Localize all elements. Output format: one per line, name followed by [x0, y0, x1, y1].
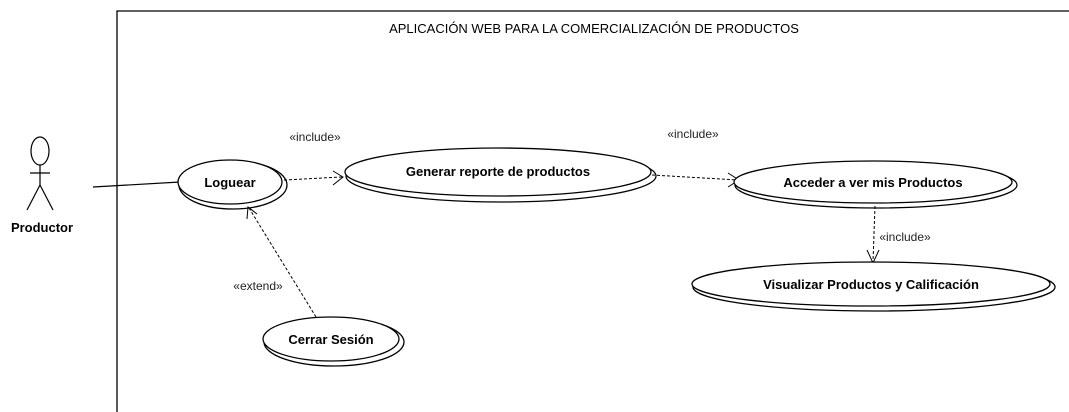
- include-label: «include»: [667, 127, 719, 141]
- include-loguear-generar: «include»: [283, 130, 344, 186]
- actor-right-leg: [39, 184, 54, 211]
- actor-head: [30, 136, 50, 166]
- extend-label: «extend»: [233, 279, 283, 293]
- include-generar-acceder: «include»: [651, 127, 740, 188]
- use-case-label: Acceder a ver mis Productos: [783, 175, 962, 190]
- association-productor-loguear: [92, 181, 181, 188]
- actor-label: Productor: [11, 220, 73, 235]
- use-case-label: Cerrar Sesión: [288, 332, 373, 347]
- use-case-label: Loguear: [204, 175, 255, 190]
- use-case-label: Generar reporte de productos: [406, 164, 590, 179]
- actor-left-leg: [26, 184, 41, 211]
- extend-cerrar-loguear: «extend»: [233, 206, 317, 318]
- actor-productor[interactable]: Productor: [11, 136, 73, 235]
- use-case-loguear[interactable]: Loguear: [177, 159, 288, 210]
- include-acceder-visualizar: «include»: [866, 205, 931, 265]
- include-label: «include»: [879, 230, 931, 244]
- use-case-acceder-productos[interactable]: Acceder a ver mis Productos: [733, 160, 1018, 209]
- system-title: APLICACIÓN WEB PARA LA COMERCIALIZACIÓN …: [389, 21, 799, 36]
- use-case-cerrar-sesion[interactable]: Cerrar Sesión: [262, 316, 405, 367]
- use-case-label: Visualizar Productos y Calificación: [763, 277, 979, 292]
- system-boundary: [116, 10, 1069, 412]
- include-label: «include»: [289, 130, 341, 144]
- use-case-generar-reporte[interactable]: Generar reporte de productos: [344, 147, 657, 203]
- use-case-visualizar-productos[interactable]: Visualizar Productos y Calificación: [691, 261, 1056, 312]
